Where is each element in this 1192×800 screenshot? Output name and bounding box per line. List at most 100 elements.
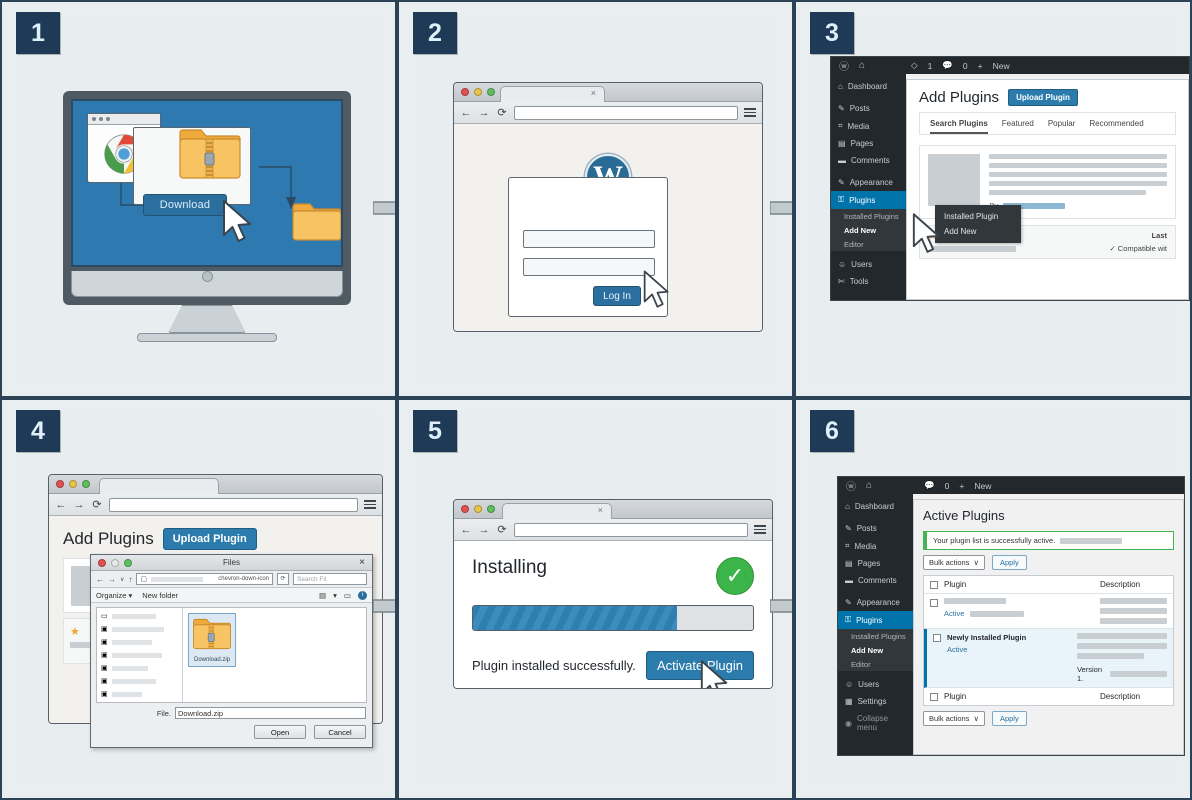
download-button[interactable]: Download <box>143 194 227 216</box>
sidebar-item-comments[interactable]: ▬Comments <box>838 572 913 589</box>
table-row-newly-installed[interactable]: Newly Installed Plugin Active Version 1. <box>924 629 1173 688</box>
flyout-item-add-new[interactable]: Add New <box>944 227 977 236</box>
reload-icon[interactable]: ⟳ <box>497 107 507 119</box>
tab-featured[interactable]: Featured <box>1001 119 1034 128</box>
submenu-installed-plugins[interactable]: Installed Plugins <box>831 209 906 223</box>
sidebar-item-posts[interactable]: ✎Posts <box>838 520 913 537</box>
file-item-download-zip[interactable]: Download.zip <box>188 613 236 667</box>
apply-button-top[interactable]: Apply <box>991 555 1027 570</box>
row-status-active[interactable]: Active <box>944 609 965 618</box>
table-row[interactable]: Active <box>924 594 1173 629</box>
back-icon[interactable]: ← <box>55 498 67 511</box>
forward-icon[interactable]: → <box>73 498 85 511</box>
wordpress-logo-icon[interactable]: ⓦ <box>839 62 849 73</box>
address-bar[interactable] <box>514 105 738 120</box>
new-label[interactable]: New <box>992 60 1010 71</box>
browser-tab[interactable]: × <box>500 86 605 102</box>
window-controls[interactable] <box>461 505 495 513</box>
reload-icon[interactable]: ⟳ <box>92 499 102 511</box>
refresh-icon[interactable]: ⟳ <box>277 573 289 585</box>
view-caret-icon[interactable]: ▾ <box>333 590 337 600</box>
sidebar-item-users[interactable]: ☺Users <box>838 676 913 693</box>
dialog-tree-pane[interactable]: ▭ ▣ ▣ ▣ ▣ ▣ ▣ <box>97 608 183 702</box>
wordpress-logo-icon[interactable]: ⓦ <box>846 482 856 493</box>
new-label[interactable]: New <box>974 480 992 491</box>
sidebar-item-collapse-menu[interactable]: ◉Collapse menu <box>838 710 913 736</box>
sidebar-item-appearance[interactable]: ✎Appearance <box>838 594 913 611</box>
hamburger-menu-icon[interactable] <box>364 500 376 509</box>
sidebar-item-pages[interactable]: ▤Pages <box>831 135 906 152</box>
tab-search-plugins[interactable]: Search Plugins <box>930 119 988 134</box>
browser-tab[interactable] <box>99 478 219 494</box>
forward-icon[interactable]: → <box>478 106 490 119</box>
new-folder-button[interactable]: New folder <box>142 590 179 600</box>
select-all-checkbox[interactable] <box>930 581 938 589</box>
view-list-icon[interactable]: ▤ <box>319 590 327 600</box>
sidebar-item-settings[interactable]: ▦Settings <box>838 693 913 710</box>
row-checkbox[interactable] <box>933 634 941 642</box>
chevron-down-icon[interactable]: chevron-down-icon <box>218 576 269 582</box>
forward-icon[interactable]: → <box>108 574 116 584</box>
submenu-installed-plugins[interactable]: Installed Plugins <box>838 629 913 643</box>
preview-pane-icon[interactable]: ▭ <box>343 590 351 600</box>
tab-close-icon[interactable]: × <box>597 505 603 515</box>
new-plus-icon[interactable]: + <box>977 60 983 71</box>
sidebar-item-tools[interactable]: ✄Tools <box>831 273 906 290</box>
dialog-window-controls[interactable] <box>98 559 132 567</box>
cancel-button[interactable]: Cancel <box>314 725 366 739</box>
tab-popular[interactable]: Popular <box>1047 119 1076 128</box>
row-checkbox[interactable] <box>930 599 938 607</box>
help-icon[interactable]: i <box>358 590 367 600</box>
sidebar-item-dashboard[interactable]: ⌂Dashboard <box>838 498 913 515</box>
home-icon[interactable]: ⌂ <box>866 480 873 491</box>
organize-button[interactable]: Organize ▾ <box>96 590 133 600</box>
address-bar[interactable] <box>514 522 748 537</box>
row-status-active[interactable]: Active <box>947 645 968 654</box>
home-icon[interactable]: ⌂ <box>859 60 866 71</box>
submenu-editor[interactable]: Editor <box>838 657 913 671</box>
submenu-add-new[interactable]: Add New <box>831 223 906 237</box>
open-button[interactable]: Open <box>254 725 306 739</box>
tab-recommended[interactable]: Recommended <box>1089 119 1144 128</box>
address-bar[interactable] <box>109 497 358 512</box>
sidebar-item-users[interactable]: ☺Users <box>831 256 906 273</box>
back-icon[interactable]: ← <box>460 523 472 536</box>
flyout-item-installed-plugin[interactable]: Installed Plugin <box>944 212 999 221</box>
row-plugin-name[interactable]: Newly Installed Plugin <box>947 633 1027 642</box>
filename-input[interactable]: Download.zip <box>175 707 366 719</box>
sidebar-item-dashboard[interactable]: ⌂Dashboard <box>831 78 906 95</box>
path-breadcrumb-bar[interactable]: ▢ chevron-down-icon <box>136 573 273 585</box>
sidebar-item-posts[interactable]: ✎Posts <box>831 100 906 117</box>
hamburger-menu-icon[interactable] <box>754 525 766 534</box>
sidebar-item-comments[interactable]: ▬Comments <box>831 152 906 169</box>
window-controls[interactable] <box>461 88 495 96</box>
upload-plugin-button[interactable]: Upload Plugin <box>162 528 257 550</box>
forward-icon[interactable]: → <box>478 523 490 536</box>
sidebar-item-plugins[interactable]: ⚿Plugins <box>831 191 906 209</box>
sidebar-item-pages[interactable]: ▤Pages <box>838 555 913 572</box>
dialog-file-list[interactable]: Download.zip <box>183 608 366 702</box>
sidebar-item-appearance[interactable]: ✎Appearance <box>831 174 906 191</box>
apply-button-bottom[interactable]: Apply <box>991 711 1027 726</box>
recent-icon[interactable]: ∨ <box>120 576 125 583</box>
sidebar-item-media[interactable]: ⌗Media <box>838 537 913 555</box>
tab-close-icon[interactable]: × <box>590 88 596 98</box>
submenu-add-new[interactable]: Add New <box>838 643 913 657</box>
close-icon[interactable]: × <box>359 557 365 568</box>
upload-plugin-button[interactable]: Upload Plugin <box>1008 89 1078 106</box>
login-button[interactable]: Log In <box>593 286 641 306</box>
reload-icon[interactable]: ⟳ <box>497 524 507 536</box>
sidebar-item-plugins[interactable]: ⚿Plugins <box>838 611 913 629</box>
hamburger-menu-icon[interactable] <box>744 108 756 117</box>
new-plus-icon[interactable]: + <box>959 480 965 491</box>
browser-tab[interactable]: × <box>502 503 612 519</box>
activate-plugin-button[interactable]: Activate Plugin <box>646 651 754 680</box>
back-icon[interactable]: ← <box>460 106 472 119</box>
up-icon[interactable]: ↑ <box>128 574 133 584</box>
select-all-checkbox-bottom[interactable] <box>930 693 938 701</box>
bulk-actions-select-bottom[interactable]: Bulk actions ∨ <box>923 711 985 726</box>
bulk-actions-select-top[interactable]: Bulk actions ∨ <box>923 555 985 570</box>
username-input[interactable] <box>523 230 655 248</box>
submenu-editor[interactable]: Editor <box>831 237 906 251</box>
back-icon[interactable]: ← <box>96 574 104 584</box>
